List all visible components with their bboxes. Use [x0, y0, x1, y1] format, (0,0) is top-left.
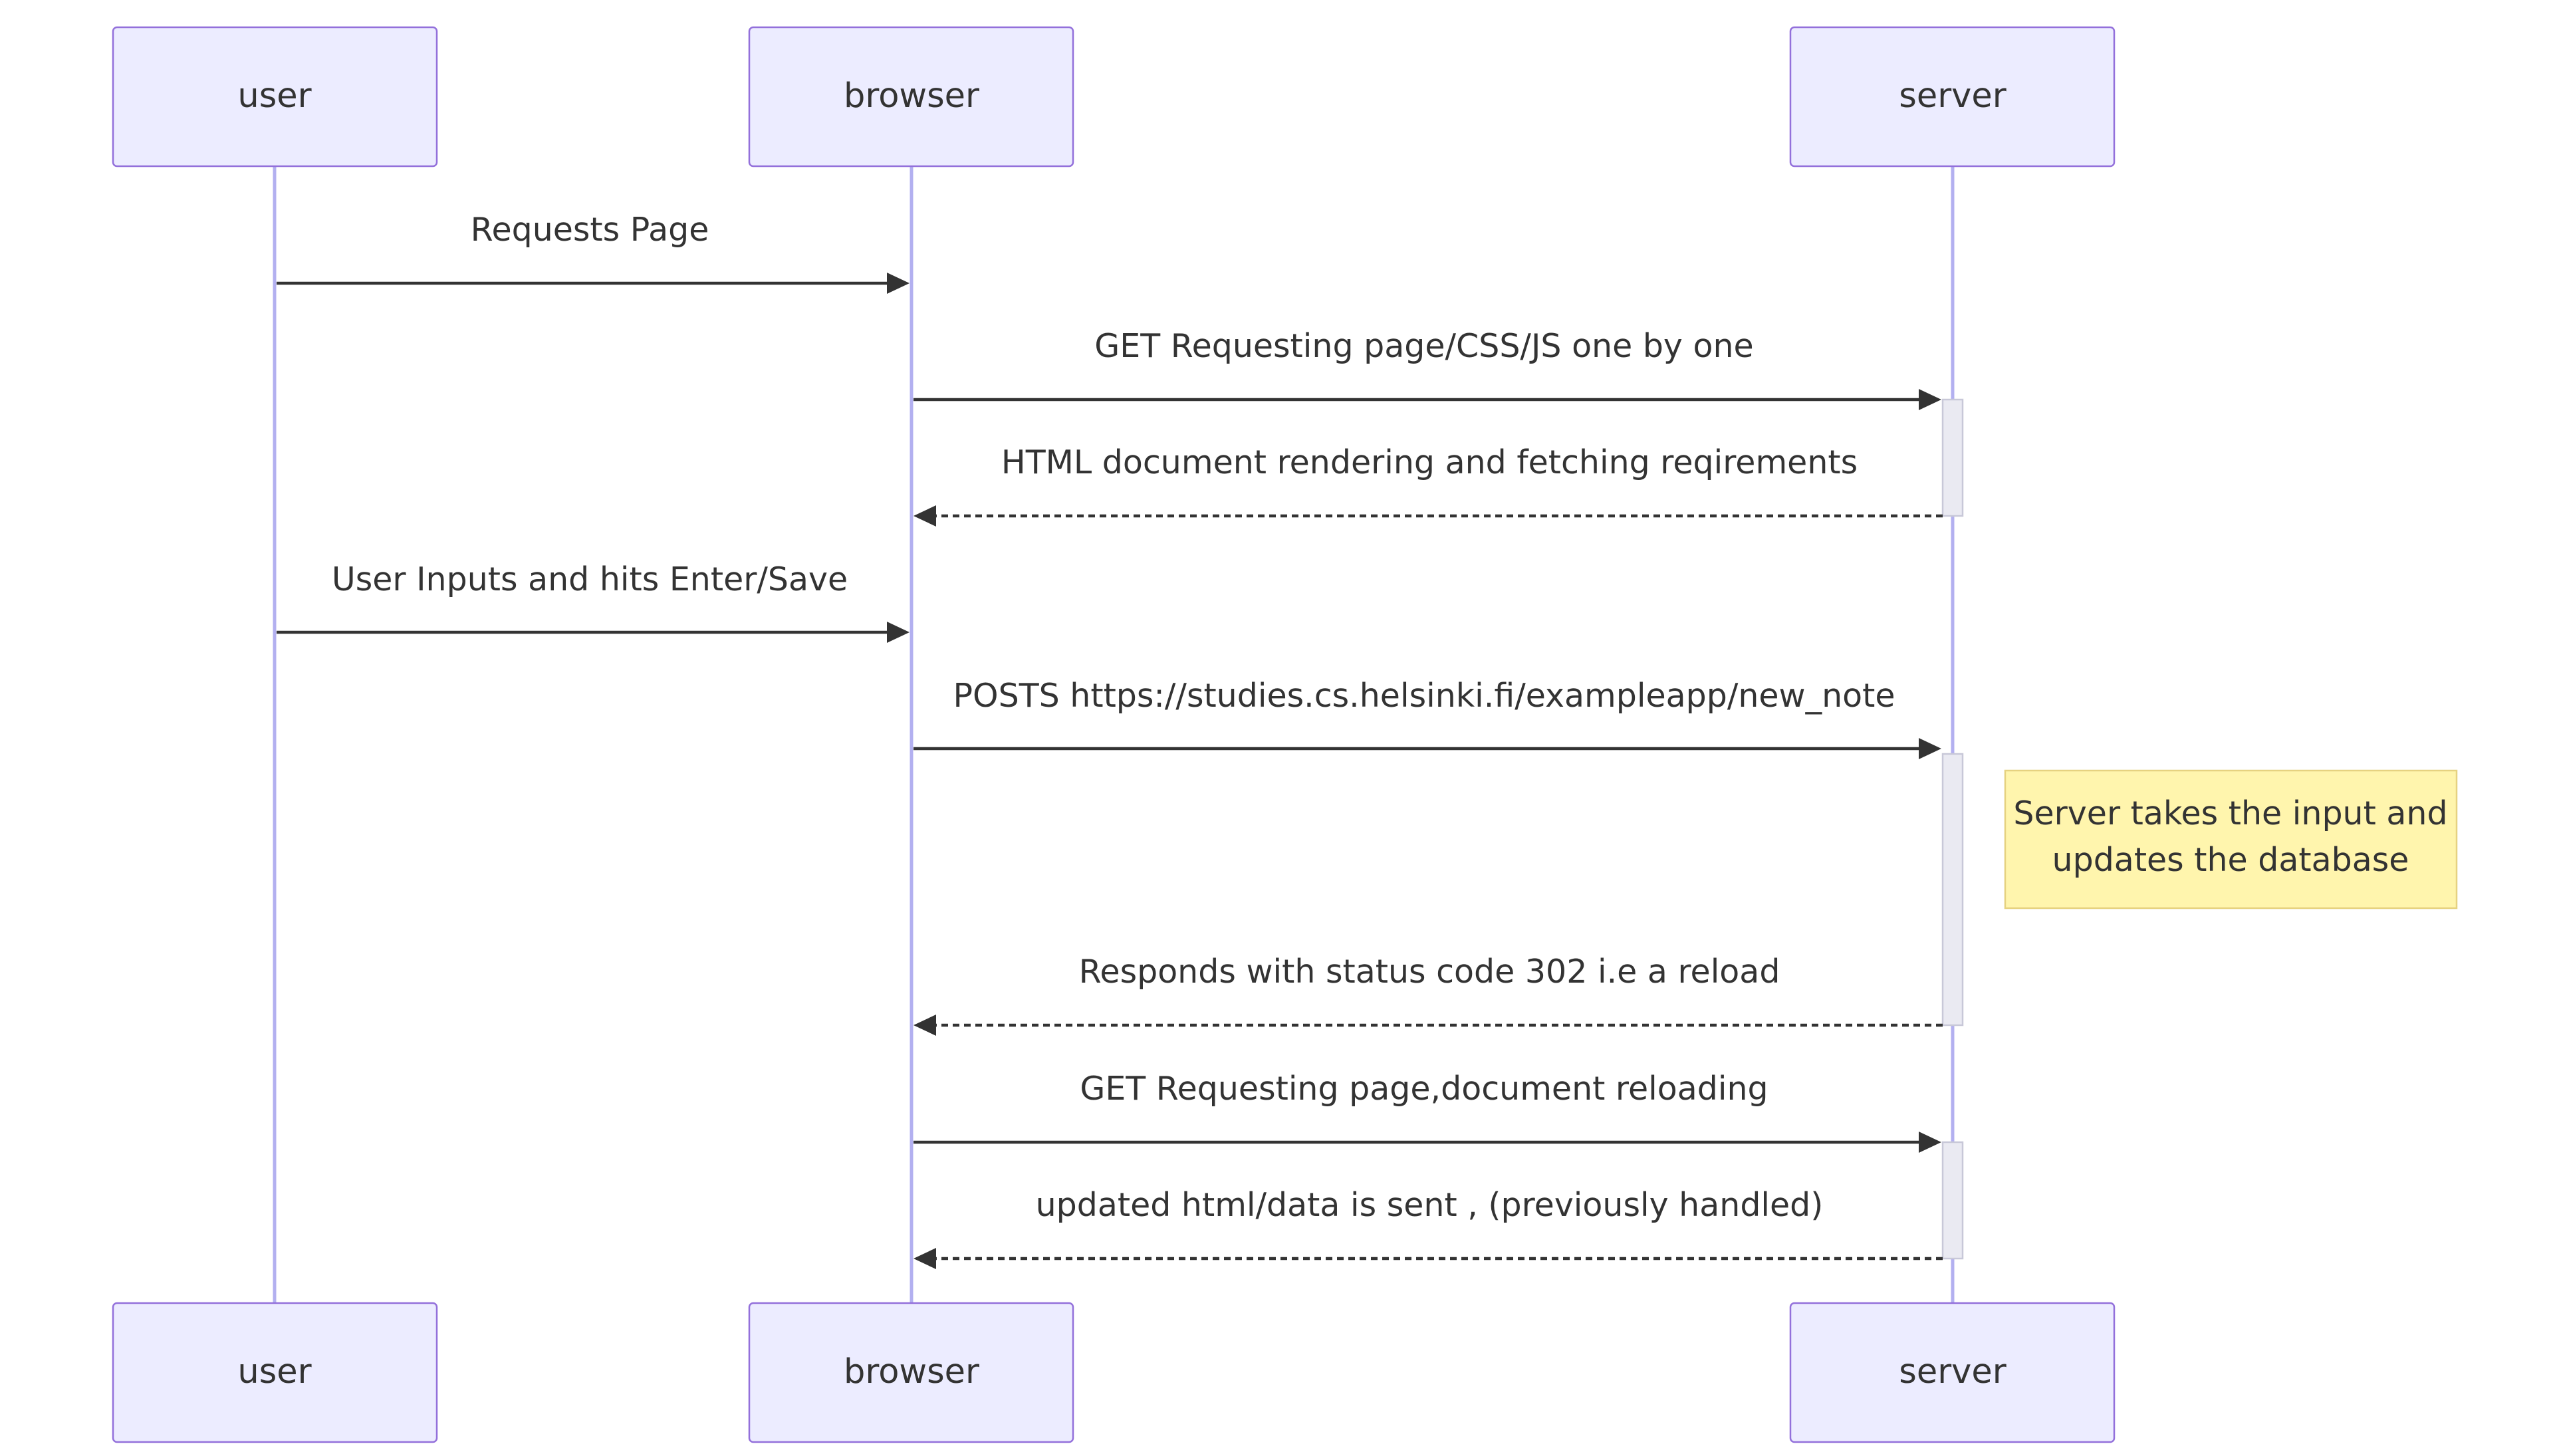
actor-label: browser [844, 76, 979, 116]
message-label: Responds with status code 302 i.e a relo… [1079, 953, 1780, 991]
actor-label: server [1899, 1352, 2006, 1392]
arrowhead-icon [1919, 738, 1941, 759]
note-line: updates the database [2052, 841, 2409, 879]
arrowhead-icon [887, 622, 910, 643]
message-label: updated html/data is sent , (previously … [1036, 1186, 1824, 1224]
actor-server-top[interactable]: server [1789, 26, 2116, 168]
arrowhead-icon [887, 273, 910, 294]
message-label: POSTS https://studies.cs.helsinki.fi/exa… [953, 677, 1895, 715]
message-get-reloading: GET Requesting page,document reloading [913, 1070, 1941, 1153]
activation-bar [1941, 398, 1964, 517]
message-html-document-return: HTML document rendering and fetching req… [913, 443, 1943, 527]
actor-label: user [237, 1352, 311, 1392]
message-label: GET Requesting page/CSS/JS one by one [1094, 327, 1753, 365]
message-label: Requests Page [471, 211, 709, 249]
actor-browser-top[interactable]: browser [748, 26, 1074, 168]
actor-user-bottom[interactable]: user [112, 1302, 438, 1443]
message-label: User Inputs and hits Enter/Save [332, 560, 848, 598]
arrowhead-icon [1919, 1132, 1941, 1153]
note-line: Server takes the input and [2013, 794, 2447, 832]
actor-label: server [1899, 76, 2006, 116]
message-updated-html-sent: updated html/data is sent , (previously … [913, 1186, 1943, 1269]
arrowhead-icon [913, 1248, 936, 1269]
actor-browser-bottom[interactable]: browser [748, 1302, 1074, 1443]
note-server: Server takes the input and updates the d… [2004, 769, 2458, 910]
actor-server-bottom[interactable]: server [1789, 1302, 2116, 1443]
arrowhead-icon [913, 505, 936, 527]
note-box [2004, 769, 2458, 910]
actor-label: browser [844, 1352, 979, 1392]
message-posts-new-note: POSTS https://studies.cs.helsinki.fi/exa… [913, 677, 1941, 759]
actor-label: user [237, 76, 311, 116]
message-302-reload: Responds with status code 302 i.e a relo… [913, 953, 1943, 1036]
actor-user-top[interactable]: user [112, 26, 438, 168]
message-user-inputs: User Inputs and hits Enter/Save [277, 560, 910, 643]
arrowhead-icon [913, 1015, 936, 1036]
message-requests-page: Requests Page [277, 211, 910, 294]
activation-bar [1941, 1141, 1964, 1260]
activation-bar [1941, 753, 1964, 1027]
message-label: GET Requesting page,document reloading [1080, 1070, 1768, 1108]
message-label: HTML document rendering and fetching req… [1001, 443, 1858, 481]
message-get-page-css-js: GET Requesting page/CSS/JS one by one [913, 327, 1941, 410]
arrowhead-icon [1919, 389, 1941, 410]
